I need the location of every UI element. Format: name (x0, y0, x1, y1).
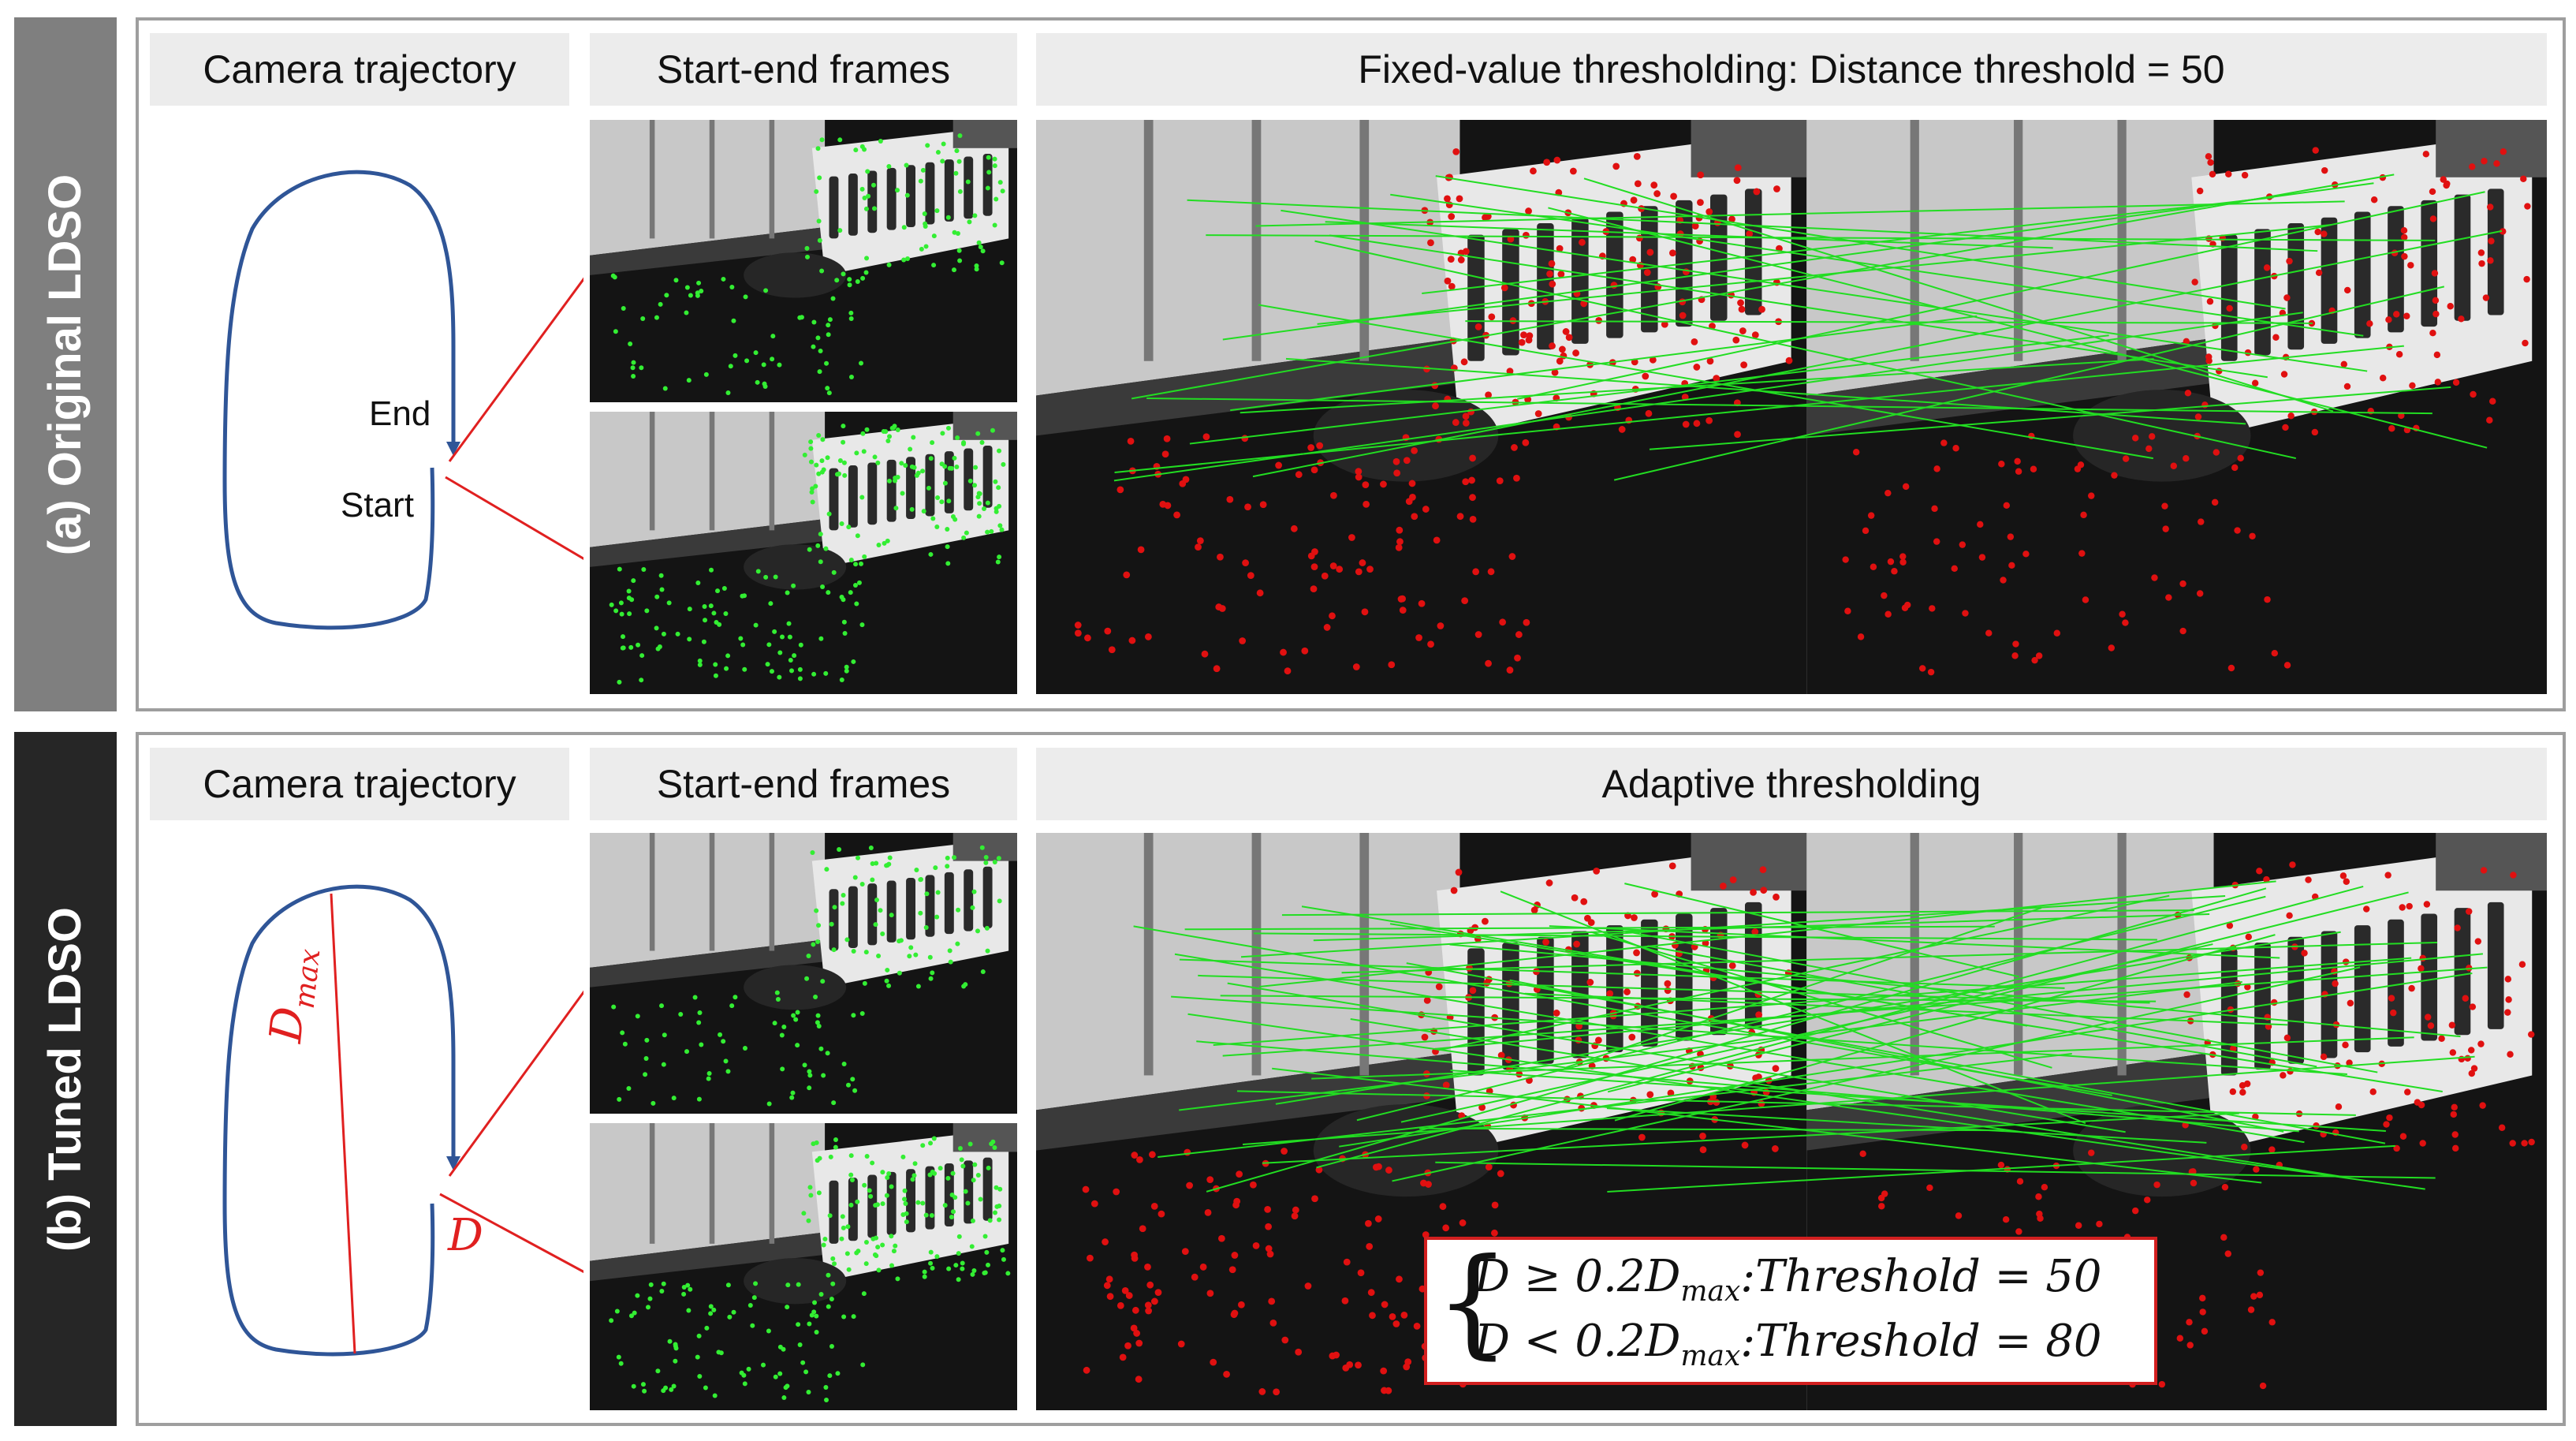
label-dmax: Dmax (260, 945, 326, 1046)
panel-b-header-trajectory: Camera trajectory (150, 748, 569, 820)
formula-row-1-sub: max (1680, 1275, 1741, 1308)
label-dmax-main: D (260, 1004, 315, 1045)
formula-brace: { (1435, 1234, 1511, 1371)
panel-b-start-frame (590, 833, 1017, 1114)
panel-a-trajectory (222, 170, 583, 630)
panel-b-header-matching: Adaptive thresholding (1036, 748, 2547, 820)
threshold-formula-box: { D ≥ 0.2Dmax:Threshold = 50 D < 0.2Dmax… (1424, 1237, 2157, 1385)
label-end: End (369, 394, 431, 433)
panel-a-end-frame (590, 412, 1017, 694)
panel-a-side-label: (a) Original LDSO (14, 17, 117, 711)
panel-b-side-label: (b) Tuned LDSO (14, 732, 117, 1426)
formula-row-2-sub: max (1680, 1340, 1741, 1373)
panel-a-header-matching: Fixed-value thresholding: Distance thres… (1036, 33, 2547, 106)
panel-a-start-frame (590, 120, 1017, 402)
label-start: Start (341, 486, 414, 525)
formula-row-1: D ≥ 0.2Dmax:Threshold = 50 (1474, 1251, 2102, 1308)
label-d: D (448, 1210, 483, 1261)
formula-row-2-lhs: D < 0.2D (1474, 1316, 1681, 1367)
formula-row-2-rhs: :Threshold = 80 (1740, 1316, 2102, 1367)
panel-b-end-frame (590, 1123, 1017, 1410)
panel-b-header-frames: Start-end frames (590, 748, 1017, 820)
label-dmax-sub: max (288, 947, 327, 1010)
formula-row-1-rhs: :Threshold = 50 (1740, 1251, 2102, 1302)
panel-b-matching-image (1036, 833, 2547, 1410)
panel-a-side-text: (a) Original LDSO (39, 174, 91, 555)
panel-a-header-trajectory: Camera trajectory (150, 33, 569, 106)
panel-b-trajectory (222, 884, 583, 1357)
panel-a-header-frames: Start-end frames (590, 33, 1017, 106)
formula-row-2: D < 0.2Dmax:Threshold = 80 (1474, 1316, 2102, 1372)
formula-row-1-lhs: D ≥ 0.2D (1474, 1251, 1681, 1302)
panel-a-matching-image (1036, 120, 2547, 694)
panel-b-side-text: (b) Tuned LDSO (39, 906, 91, 1252)
